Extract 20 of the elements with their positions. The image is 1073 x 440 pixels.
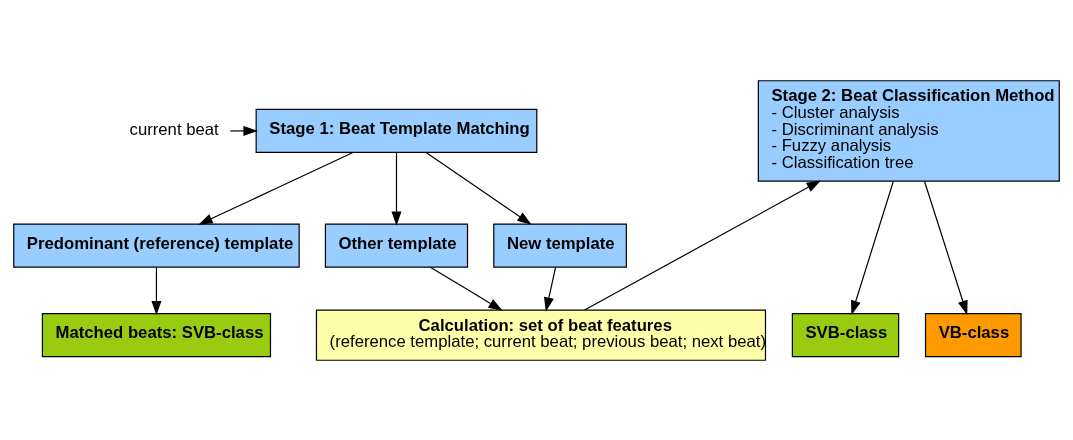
node-box: VB-class <box>924 312 1022 357</box>
arrow <box>429 266 503 311</box>
node-box: Calculation: set of beat features (reference template; current beat; previous beat; next beat) <box>315 308 767 361</box>
arrow <box>391 151 402 226</box>
arrow <box>850 180 894 315</box>
arrow <box>229 125 258 136</box>
node-box: Predominant (reference) template <box>13 223 300 268</box>
node-text: current beat <box>129 119 219 139</box>
arrow <box>923 180 968 315</box>
arrow <box>151 266 162 315</box>
node-box: New template <box>493 223 627 268</box>
node-box: Other template <box>324 223 469 268</box>
node-box: SVB-class <box>791 312 900 357</box>
arrow <box>198 151 354 225</box>
arrow <box>425 151 532 225</box>
node-box: Matched beats: SVB-class <box>41 312 272 357</box>
node-box: Stage 2: Beat Classification Method - Cluster analysis - Discriminant analysis - Fuzzy analysis - Classification tree <box>757 79 1060 182</box>
arrow <box>584 179 821 311</box>
arrow <box>544 266 557 312</box>
node-box: Stage 1: Beat Template Matching <box>255 108 538 153</box>
